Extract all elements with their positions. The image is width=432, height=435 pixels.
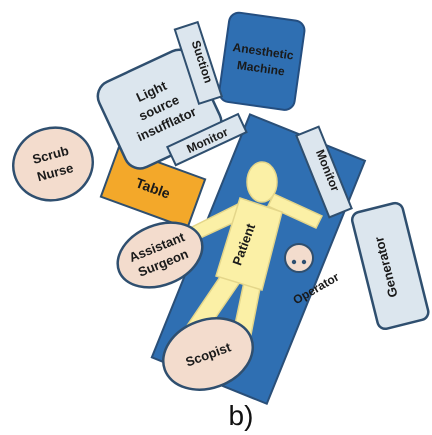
generator: Generator [350, 201, 430, 331]
table: Table [99, 146, 207, 230]
operator-eye-icon [291, 259, 297, 265]
scopist: Scopist [161, 317, 255, 391]
figure-caption: b) [229, 400, 254, 431]
anesthetic-machine: Anesthetic Machine [218, 11, 306, 111]
patient-figure: Patient [178, 161, 324, 351]
assistant-surgeon: Assistant Surgeon [116, 221, 204, 289]
scrub-nurse: Scrub Nurse [12, 126, 94, 202]
operator-eye-icon [301, 259, 307, 265]
anesthetic-machine-line2: Machine [236, 58, 286, 79]
suction: Suction [173, 20, 224, 106]
